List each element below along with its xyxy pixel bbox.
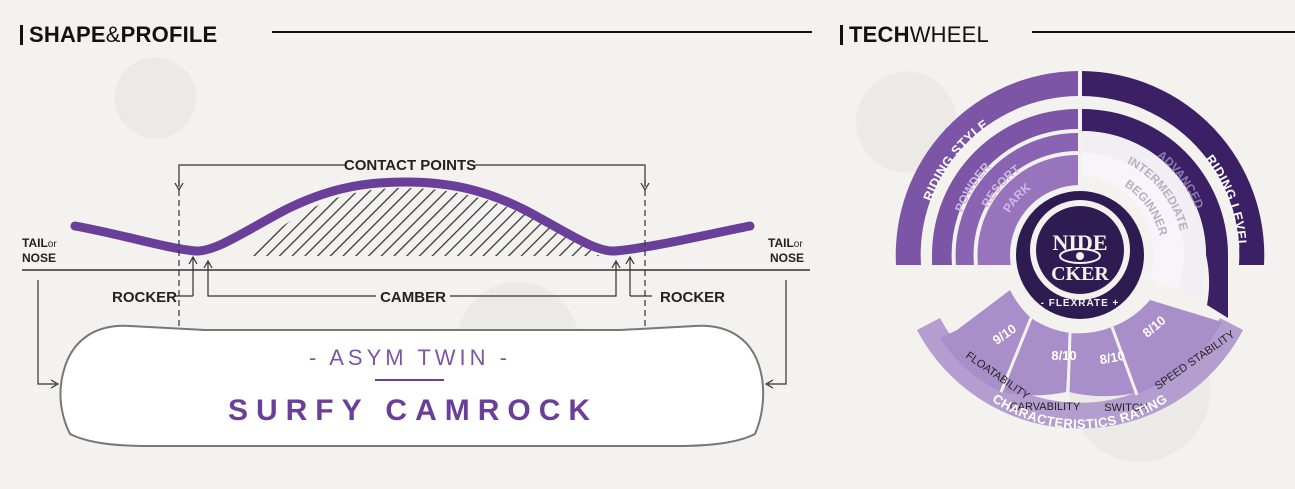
rocker-right-arrow [625, 255, 635, 265]
heading-wheel: WHEEL [909, 22, 989, 47]
camber-arrow-left [203, 259, 213, 269]
riding-style-separator [951, 128, 1079, 266]
side-arrowhead-left [50, 379, 60, 389]
camber-arrow-right [611, 259, 621, 269]
rating-segment-speed-stability [1112, 300, 1222, 393]
tail-label-left: TAILor [22, 236, 57, 250]
camber-label: CAMBER [380, 289, 446, 306]
heading-bar [20, 25, 23, 45]
shape-heading-rule [272, 31, 812, 33]
rating-divider [999, 317, 1033, 393]
tech-heading-rule [1032, 31, 1295, 33]
rating-segment-carvability [1003, 318, 1070, 396]
rating-name-switch: SWITCH [1104, 402, 1147, 414]
side-arrow-left [37, 280, 56, 385]
contact-arrow-left [174, 182, 184, 192]
camber-hatch [248, 188, 600, 256]
contact-points-label: CONTACT POINTS [344, 157, 476, 174]
rating-divider [1066, 332, 1072, 395]
board-profile-curve [70, 177, 755, 256]
rating-segment-switch [1069, 327, 1135, 397]
logo-pupil [1076, 252, 1084, 260]
riding-level-intermediate-arc [1082, 131, 1207, 300]
heading-profile: PROFILE [120, 22, 218, 47]
profile-name: SURFY CAMROCK [228, 394, 598, 427]
heading-ampersand: & [105, 22, 121, 47]
tail-label-right: TAILor [768, 236, 803, 250]
rocker-label-right: ROCKER [660, 289, 725, 306]
rating-name-carvability: CARVABILITY [1010, 401, 1081, 413]
rating-divider [1110, 326, 1139, 396]
characteristics-ring [917, 318, 1243, 429]
shape-profile-heading: SHAPE & PROFILE [20, 20, 217, 50]
contact-bracket-right [475, 164, 646, 187]
contact-bracket-left [178, 164, 345, 187]
nose-label-left: NOSE [22, 251, 56, 265]
side-arrow-right [768, 280, 787, 385]
profile-diagram: CONTACT POINTS TAILor NOSE TAILor NOSE R… [22, 157, 810, 447]
board-outline [59, 324, 765, 447]
side-arrowhead-right [764, 379, 774, 389]
riding-style-park-arc [975, 152, 1078, 265]
rocker-left-arrow [188, 255, 198, 265]
rating-segment-floatability [940, 290, 1031, 392]
shape-name: - ASYM TWIN - [309, 345, 511, 370]
riding-style-ring [895, 71, 1078, 265]
camber-bracket-left [207, 262, 376, 297]
tech-wheel-heading: TECH WHEEL [840, 20, 989, 50]
logo-eye-icon [1059, 248, 1101, 264]
heading-tech: TECH [849, 22, 910, 47]
rocker-label-left: ROCKER [112, 289, 177, 306]
camber-bracket-right [450, 262, 617, 297]
logo-text-top: NIDE [1052, 230, 1107, 255]
nose-label-right: NOSE [770, 251, 804, 265]
heading-shape: SHAPE [29, 22, 106, 47]
rating-value-switch: 8/10 [1098, 348, 1126, 367]
riding-level-advanced-arc [1082, 109, 1228, 318]
flexrate-label: - FLEXRATE + [1041, 298, 1120, 309]
rating-value-carvability: 8/10 [1051, 348, 1076, 363]
logo-text-bottom: CKER [1051, 263, 1109, 285]
contact-arrow-right [640, 182, 650, 192]
riding-level-ring [1082, 71, 1265, 265]
riding-style-separator [973, 150, 1079, 266]
riding-level-beginner-arc [1082, 153, 1185, 290]
heading-bar [840, 25, 843, 45]
